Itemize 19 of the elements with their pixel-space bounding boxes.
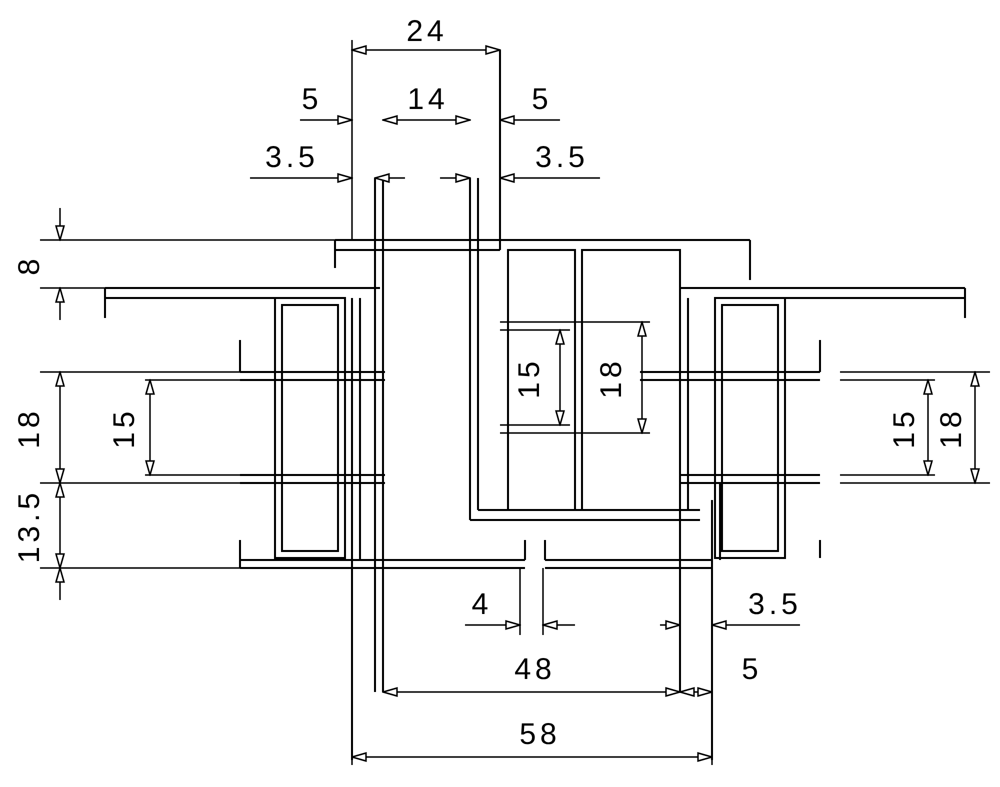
dimension-label: 3.5 (265, 143, 319, 173)
dimension-label: 15 (890, 407, 920, 449)
dimension-label: 24 (406, 17, 448, 47)
dimension-label: 58 (519, 720, 561, 750)
dimension-label: 13.5 (15, 488, 45, 564)
dimension-label: 8 (15, 254, 45, 276)
dimension-label: 48 (514, 655, 556, 685)
dimension-label: 15 (110, 407, 140, 449)
dimension-label: 5 (532, 85, 552, 115)
dimension-label: 18 (597, 357, 627, 399)
dimension-label: 3.5 (535, 143, 589, 173)
dimension-label: 4 (472, 590, 492, 620)
dimension-label: 18 (15, 407, 45, 449)
dimension-label: 3.5 (748, 590, 802, 620)
dimension-label: 15 (515, 357, 545, 399)
dimension-label: 5 (742, 655, 762, 685)
dimension-label: 14 (407, 85, 449, 115)
dimension-label: 5 (302, 85, 322, 115)
dimension-label: 18 (937, 407, 967, 449)
